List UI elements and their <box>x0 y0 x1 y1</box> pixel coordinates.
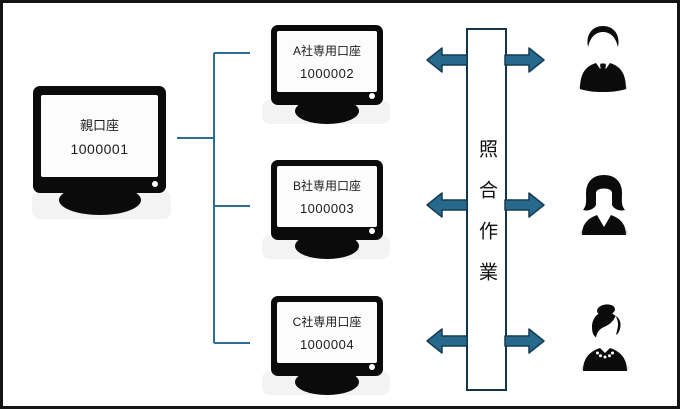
parent-account-monitor: 親口座 1000001 <box>32 86 171 219</box>
left-arrow-icon <box>426 192 468 218</box>
account-number: 1000002 <box>299 66 355 81</box>
company-b-account-monitor: B社専用口座 1000003 <box>262 160 390 259</box>
account-number: 1000001 <box>70 141 129 157</box>
hair-side-shape <box>615 316 621 335</box>
power-indicator-dot <box>369 228 375 234</box>
power-indicator-dot <box>152 181 158 187</box>
account-label: B社専用口座 <box>292 179 361 193</box>
hair-bangs-shape <box>592 312 616 338</box>
power-indicator-dot <box>369 93 375 99</box>
reconciliation-process-bar: 照合作業 <box>466 28 507 391</box>
tie-shape <box>599 68 607 84</box>
monitor-screen: 親口座 1000001 <box>33 86 166 193</box>
right-arrow-icon <box>504 192 545 218</box>
vneck-top-shape <box>582 215 626 235</box>
right-arrow-icon <box>504 47 545 73</box>
monitor-screen: B社専用口座 1000003 <box>271 160 383 240</box>
power-indicator-dot <box>369 364 375 370</box>
businesswoman-bob-hair-icon <box>580 175 628 235</box>
company-a-account-monitor: A社専用口座 1000002 <box>262 25 390 124</box>
tie-knot <box>600 63 606 68</box>
account-label: 親口座 <box>79 118 119 133</box>
company-c-account-monitor: C社専用口座 1000004 <box>262 296 390 395</box>
account-label: C社専用口座 <box>292 315 362 329</box>
process-bar-label: 照合作業 <box>476 138 497 303</box>
dress-shape <box>583 348 627 371</box>
account-label: A社専用口座 <box>292 44 361 58</box>
account-number: 1000003 <box>299 201 355 216</box>
left-arrow-icon <box>426 328 468 354</box>
hair-shape <box>587 26 619 47</box>
right-arrow-icon <box>504 328 545 354</box>
businesswoman-bun-hair-icon <box>581 304 629 371</box>
monitor-screen: C社専用口座 1000004 <box>271 296 383 376</box>
pearl-necklace <box>596 351 614 359</box>
left-arrow-icon <box>426 47 468 73</box>
account-number: 1000004 <box>299 337 355 352</box>
tree-connector-lines <box>177 52 250 344</box>
businessman-icon <box>578 26 628 92</box>
hair-shape <box>583 175 625 211</box>
monitor-screen: A社専用口座 1000002 <box>271 25 383 105</box>
